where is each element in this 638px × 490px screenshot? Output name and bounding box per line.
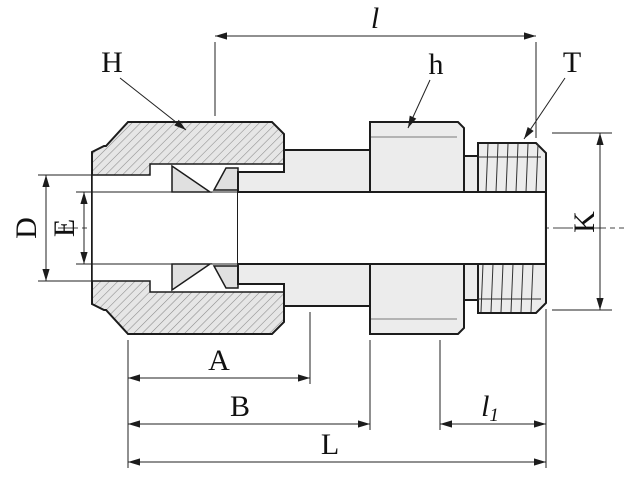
dim-label-A: A (208, 344, 230, 377)
leader-H (119, 77, 187, 131)
dim-label-E: E (48, 219, 81, 237)
dim-label-D: D (10, 217, 43, 239)
back-ferrule-bottom (212, 265, 239, 289)
ferrules (171, 164, 239, 292)
dim-label-l: l (371, 2, 379, 35)
dimension-lines (38, 32, 612, 468)
fitting-geometry (91, 121, 547, 335)
dim-label-T: T (563, 46, 581, 79)
through-bore (238, 191, 546, 265)
dim-label-l1: l1 (481, 390, 499, 426)
dim-label-h: h (429, 48, 444, 81)
dim-label-K: K (568, 211, 601, 233)
dim-label-H: H (101, 46, 123, 79)
back-ferrule-top (212, 167, 239, 191)
dim-label-B: B (230, 390, 250, 423)
dim-label-L: L (321, 428, 339, 461)
leader-T (523, 77, 566, 140)
leader-h (407, 79, 431, 129)
dimension-labels: l H h T D E K A B l1 L (10, 2, 601, 461)
